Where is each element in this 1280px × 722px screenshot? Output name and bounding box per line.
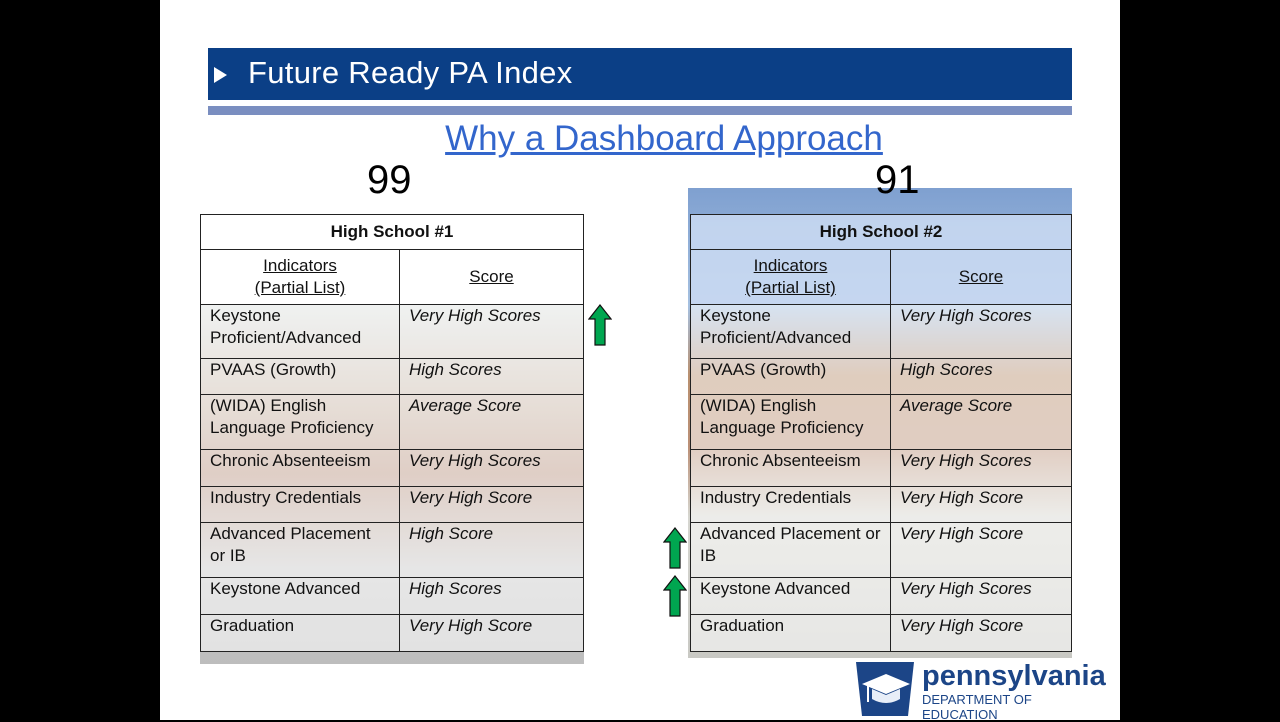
score-cell: High Scores [399,358,584,395]
school-1-score: 99 [367,158,412,202]
score-cell: Very High Score [890,522,1072,578]
school-name: High School #1 [200,214,584,250]
slide: Future Ready PA Index Why a Dashboard Ap… [160,0,1120,722]
score-cell: Average Score [890,394,1072,450]
score-header: Score [890,249,1072,305]
indicators-sublabel: (Partial List) [745,278,836,297]
table-row: PVAAS (Growth)High Scores [200,358,584,395]
indicators-sublabel: (Partial List) [254,278,346,297]
green-up-arrow-icon [663,527,687,569]
indicators-header: Indicators (Partial List) [200,249,400,305]
slide-subtitle: Why a Dashboard Approach [445,119,883,158]
green-up-arrow-icon [588,304,612,346]
pa-education-logo: pennsylvania DEPARTMENT OF EDUCATION [856,660,1106,722]
indicator-cell: Keystone Advanced [200,577,400,615]
school-name: High School #2 [690,214,1072,250]
score-cell: High Scores [890,358,1072,395]
keystone-graduation-cap-icon [856,662,914,716]
indicators-label: Indicators [263,256,337,275]
indicators-header: Indicators (Partial List) [690,249,891,305]
indicator-cell: Industry Credentials [200,486,400,523]
indicator-cell: PVAAS (Growth) [690,358,891,395]
indicator-cell: Keystone Proficient/Advanced [200,304,400,359]
table-header-row: High School #2 [690,214,1072,250]
divider-bar [208,106,1072,115]
indicator-cell: Keystone Proficient/Advanced [690,304,891,359]
indicator-cell: PVAAS (Growth) [200,358,400,395]
triangle-bullet-icon [214,67,227,83]
indicator-cell: Advanced Placement or IB [690,522,891,578]
score-cell: Very High Scores [890,449,1072,487]
score-cell: Very High Score [890,486,1072,523]
score-cell: High Scores [399,577,584,615]
indicator-cell: (WIDA) English Language Proficiency [200,394,400,450]
indicator-cell: Industry Credentials [690,486,891,523]
score-cell: High Score [399,522,584,578]
score-cell: Very High Scores [399,449,584,487]
column-header-row: Indicators (Partial List) Score [200,249,584,305]
column-header-row: Indicators (Partial List) Score [690,249,1072,305]
school-1-table: High School #1 Indicators (Partial List) S… [200,214,584,652]
indicators-label: Indicators [753,256,828,275]
indicator-cell: Chronic Absenteeism [690,449,891,487]
score-cell: Average Score [399,394,584,450]
indicator-cell: Graduation [690,614,891,652]
slide-title: Future Ready PA Index [248,55,573,90]
school-2-table: High School #2 Indicators (Partial List) S… [690,214,1072,652]
score-cell: Very High Score [399,614,584,652]
table-row: PVAAS (Growth)High Scores [690,358,1072,395]
title-banner: Future Ready PA Index [208,48,1072,100]
indicator-cell: Graduation [200,614,400,652]
logo-dept: DEPARTMENT OF EDUCATION [922,692,1032,722]
score-cell: Very High Score [399,486,584,523]
indicator-cell: Advanced Placement or IB [200,522,400,578]
indicator-cell: Chronic Absenteeism [200,449,400,487]
indicator-cell: (WIDA) English Language Proficiency [690,394,891,450]
score-header: Score [399,249,584,305]
green-up-arrow-icon [663,575,687,617]
indicator-cell: Keystone Advanced [690,577,891,615]
school-2-score: 91 [875,158,920,202]
table-header-row: High School #1 [200,214,584,250]
score-cell: Very High Score [890,614,1072,652]
logo-name: pennsylvania [922,660,1106,692]
score-cell: Very High Scores [890,577,1072,615]
score-cell: Very High Scores [890,304,1072,359]
score-cell: Very High Scores [399,304,584,359]
